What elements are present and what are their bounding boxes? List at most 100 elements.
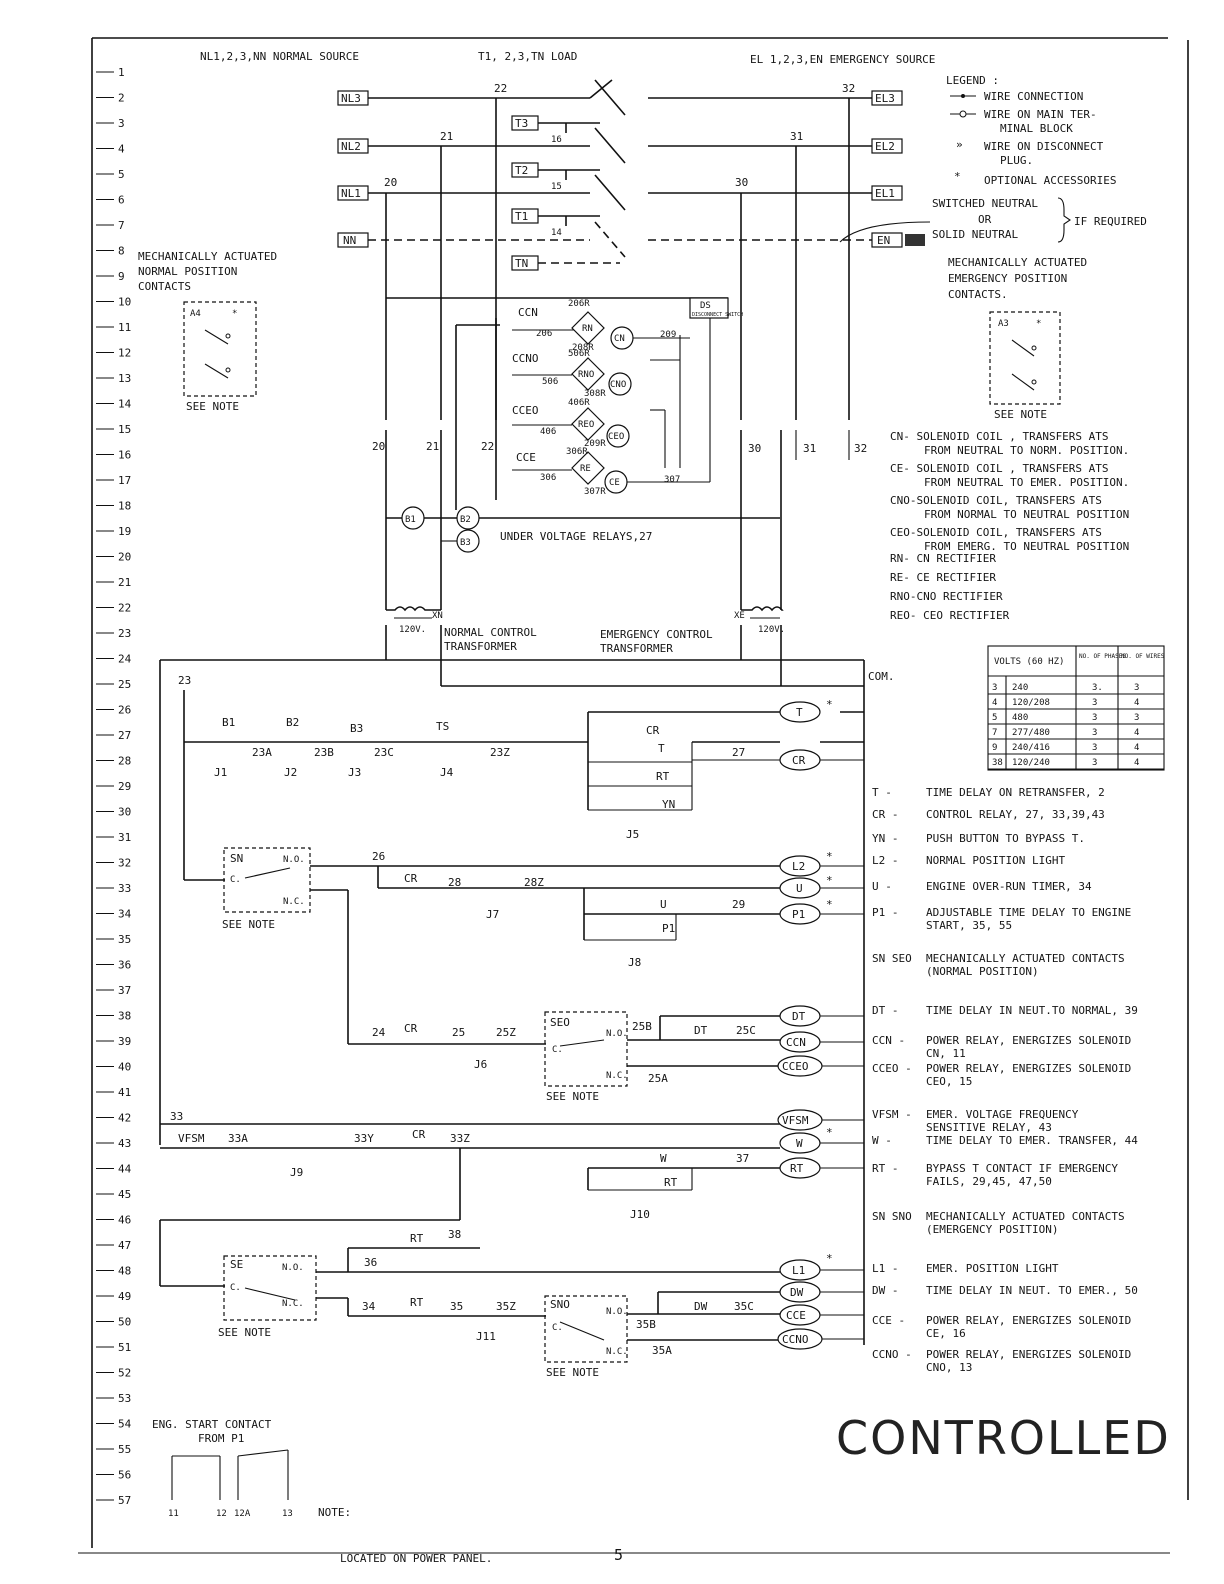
norm-contacts-title2: NORMAL POSITION — [138, 265, 237, 278]
def-key: U - — [872, 880, 892, 893]
lbl-j5: J5 — [626, 828, 639, 841]
table-cell-phases: 3. — [1092, 683, 1103, 693]
norm-contacts-title3: CONTACTS — [138, 280, 191, 293]
lbl-37: 37 — [736, 1152, 749, 1165]
lbl-25z: 25Z — [496, 1026, 516, 1039]
lbl-yn: YN — [662, 798, 675, 811]
terminal-t3: T3 — [515, 117, 528, 130]
coil-dt-label: DT — [792, 1010, 806, 1023]
row-number: 6 — [118, 194, 125, 207]
switched-neutral: SWITCHED NEUTRAL — [932, 197, 1038, 210]
svg-text:*: * — [826, 1252, 833, 1265]
header-load: T1, 2,3,TN LOAD — [478, 50, 577, 63]
svg-text:206: 206 — [536, 329, 552, 339]
definition-cn-2: FROM NEUTRAL TO NORM. POSITION. — [924, 444, 1129, 457]
lbl-33z: 33Z — [450, 1132, 470, 1145]
lbl-35c: 35C — [734, 1300, 754, 1313]
header-emergency-source: EL 1,2,3,EN EMERGENCY SOURCE — [750, 53, 935, 66]
lbl-t-contact: T — [658, 742, 665, 755]
definition-cn: CN- SOLENOID COIL , TRANSFERS ATS — [890, 430, 1109, 443]
transformers: XN 120V. NORMAL CONTROL TRANSFORMER XE 1… — [159, 606, 895, 1345]
lbl-28z: 28Z — [524, 876, 544, 889]
row-number: 8 — [118, 245, 125, 258]
table-cell-id: 38 — [992, 758, 1003, 768]
coil-cce-label: CCE — [786, 1309, 806, 1322]
norm-box-a4: A4 — [190, 309, 201, 319]
lbl-rt-48: RT — [410, 1232, 424, 1245]
def-key: CCNO - — [872, 1348, 912, 1361]
table-cell-wires: 4 — [1134, 698, 1139, 708]
label-xe-volt: 120V. — [758, 625, 785, 635]
row-number: 55 — [118, 1443, 131, 1456]
emergency-transformer-1: EMERGENCY CONTROL — [600, 628, 713, 641]
row-number: 23 — [118, 627, 131, 640]
lbl-35a: 35A — [652, 1344, 672, 1357]
svg-text:30: 30 — [748, 442, 761, 455]
lbl-w-contact: W — [660, 1152, 667, 1165]
svg-text:209: 209 — [660, 330, 676, 340]
svg-text:20: 20 — [372, 440, 385, 453]
coil-t — [779, 701, 821, 723]
lbl-23: 23 — [178, 674, 191, 687]
legend-wire-connection: WIRE CONNECTION — [984, 90, 1083, 103]
table-cell-id: 4 — [992, 698, 997, 708]
row-number: 44 — [118, 1163, 132, 1176]
th-volts: VOLTS (60 HZ) — [994, 657, 1064, 667]
svg-text:22: 22 — [481, 440, 494, 453]
label-re: RE — [580, 464, 591, 474]
lbl-29: 29 — [732, 898, 745, 911]
def-key: DT - — [872, 1004, 899, 1017]
lbl-se-c: C. — [230, 1283, 241, 1293]
row-number-scale: 1234567891011121314151617181920212223242… — [96, 66, 132, 1507]
neutral-note: SWITCHED NEUTRAL OR SOLID NEUTRAL IF REQ… — [839, 197, 1147, 243]
table-cell-phases: 3 — [1092, 758, 1097, 768]
legend-disconnect-plug: WIRE ON DISCONNECT — [984, 140, 1104, 153]
svg-text:»: » — [956, 138, 963, 151]
svg-text:32: 32 — [854, 442, 867, 455]
table-cell-wires: 3 — [1134, 683, 1139, 693]
emer-contacts-title2: EMERGENCY POSITION — [948, 272, 1067, 285]
def-value: FAILS, 29,45, 47,50 — [926, 1175, 1052, 1188]
wire-16: 16 — [551, 135, 562, 145]
definition-ceo: CEO-SOLENOID COIL, TRANSFERS ATS — [890, 526, 1102, 539]
lbl-sn-nc: N.C. — [283, 897, 305, 907]
table-cell-phases: 3 — [1092, 728, 1097, 738]
ladder-rung-33: SN N.O. C. N.C. SEE NOTE 26 CR 28 28Z J7… — [184, 847, 864, 1044]
def-key: VFSM - — [872, 1108, 912, 1121]
row-number: 18 — [118, 500, 131, 513]
table-cell-phases: 3 — [1092, 713, 1097, 723]
relays-label: UNDER VOLTAGE RELAYS,27 — [500, 530, 652, 543]
node-32: 32 — [842, 82, 855, 95]
lbl-sno-nc: N.C. — [606, 1347, 628, 1357]
lbl-sno: SNO — [550, 1298, 570, 1311]
terminal-nn: NN — [343, 234, 356, 247]
lbl-vfsm-contact: VFSM — [178, 1132, 205, 1145]
norm-see-note: SEE NOTE — [186, 400, 239, 413]
table-cell-phases: 3 — [1092, 743, 1097, 753]
row-number: 25 — [118, 678, 131, 691]
def-key: RT - — [872, 1162, 899, 1175]
emergency-position-contacts: MECHANICALLY ACTUATED EMERGENCY POSITION… — [948, 256, 1087, 421]
legend-disconnect-plug-2: PLUG. — [1000, 154, 1033, 167]
row-number: 49 — [118, 1290, 131, 1303]
coil-rt-label: RT — [790, 1162, 804, 1175]
normal-terminals: NL3 NL2 NL1 NN — [337, 90, 369, 248]
node-20: 20 — [384, 176, 397, 189]
coil-l1-label: L1 — [792, 1264, 805, 1277]
table-cell-wires: 4 — [1134, 728, 1139, 738]
terminal-tn: TN — [515, 257, 528, 270]
lbl-j8: J8 — [628, 956, 641, 969]
def-key: CCE - — [872, 1314, 905, 1327]
def-value: (EMERGENCY POSITION) — [926, 1223, 1058, 1236]
row-number: 5 — [118, 168, 125, 181]
lbl-33y: 33Y — [354, 1132, 374, 1145]
lbl-p1-contact: P1 — [662, 922, 675, 935]
lbl-27: 27 — [732, 746, 745, 759]
row-number: 37 — [118, 984, 131, 997]
row-number: 39 — [118, 1035, 131, 1048]
definition-cno-2: FROM NORMAL TO NEUTRAL POSITION — [924, 508, 1129, 521]
terminal-nl2: NL2 — [341, 140, 361, 153]
normal-transformer-1: NORMAL CONTROL — [444, 626, 537, 639]
